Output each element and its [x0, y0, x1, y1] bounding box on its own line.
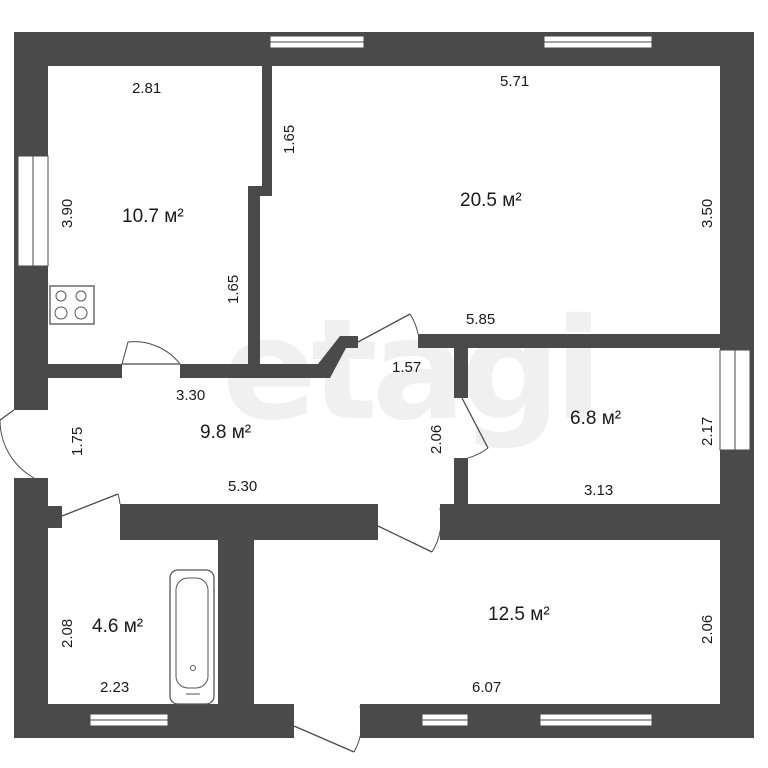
- room-area-living: 20.5 м²: [460, 190, 522, 211]
- doors: [0, 313, 489, 753]
- room-area-bathroom: 4.6 м²: [92, 616, 143, 637]
- dim-kitchen-top: 2.81: [132, 80, 161, 97]
- bathtub-icon: [169, 569, 215, 705]
- dim-bedroom-bottom: 6.07: [472, 679, 501, 696]
- room-area-bedroom: 12.5 м²: [488, 604, 550, 625]
- dim-hall-left: 1.75: [69, 427, 86, 456]
- dim-bedroom-right: 2.06: [699, 615, 716, 644]
- room-area-kitchen: 10.7 м²: [122, 206, 184, 227]
- dim-bath-bottom: 2.23: [100, 679, 129, 696]
- dim-small-right: 2.17: [699, 417, 716, 446]
- dim-hall-top: 3.30: [176, 387, 205, 404]
- dim-bath-left: 2.08: [59, 619, 76, 648]
- dim-hall-mid: 1.57: [392, 359, 421, 376]
- dim-kitchen-left: 3.90: [59, 199, 76, 228]
- room-area-small-room: 6.8 м²: [570, 408, 621, 429]
- dim-living-left-upper: 1.65: [281, 125, 298, 154]
- dim-small-bottom: 3.13: [584, 482, 613, 499]
- dim-living-right: 3.50: [699, 199, 716, 228]
- room-area-hall: 9.8 м²: [200, 422, 251, 443]
- dim-kitchen-right-lower: 1.65: [225, 275, 242, 304]
- dim-living-top: 5.71: [500, 73, 529, 90]
- dim-hall-right: 2.06: [428, 425, 445, 454]
- stove-icon: [49, 285, 95, 325]
- windows: [17, 35, 751, 727]
- dim-hall-bottom: 5.30: [228, 478, 257, 495]
- dim-living-bottom: 5.85: [466, 311, 495, 328]
